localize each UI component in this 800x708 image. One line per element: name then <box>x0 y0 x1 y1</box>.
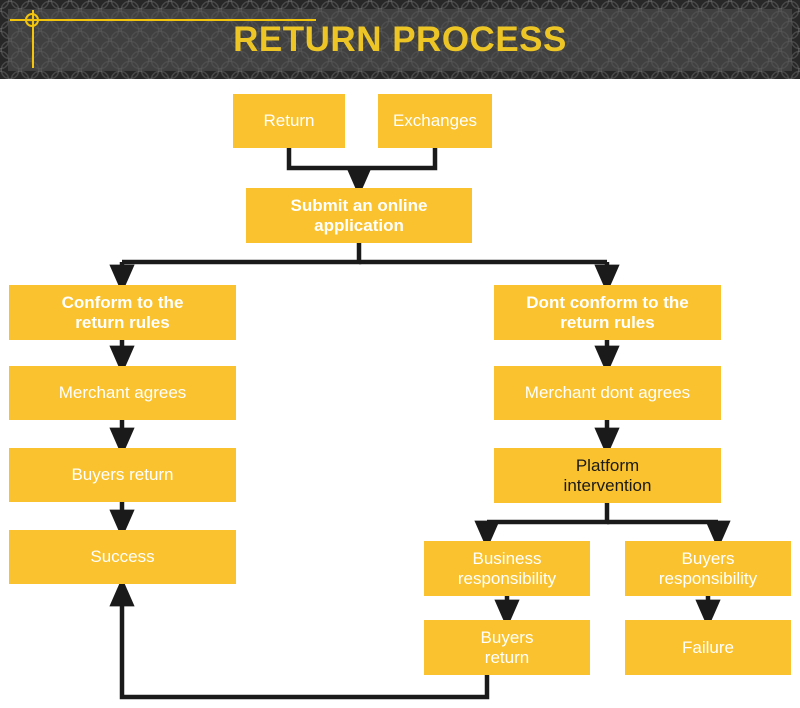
node-conform-to-return-rules[interactable]: Conform to the return rules <box>9 285 236 340</box>
node-buyers-responsibility[interactable]: Buyers responsibility <box>625 541 791 596</box>
crosshair-icon-horizontal-line <box>10 19 316 21</box>
node-buyers-return-bottom[interactable]: Buyers return <box>424 620 590 675</box>
edge-return-to-submit <box>286 148 359 171</box>
node-business-responsibility[interactable]: Business responsibility <box>424 541 590 596</box>
edge-platform-split-left <box>487 503 610 525</box>
header-banner: RETURN PROCESS <box>0 0 800 79</box>
edge-submit-split-left <box>122 243 362 265</box>
node-failure[interactable]: Failure <box>625 620 791 675</box>
edge-exchanges-to-submit <box>359 148 438 171</box>
node-success[interactable]: Success <box>9 530 236 584</box>
node-dont-conform-to-return-rules[interactable]: Dont conform to the return rules <box>494 285 721 340</box>
node-submit-online-application[interactable]: Submit an online application <box>246 188 472 243</box>
node-platform-intervention[interactable]: Platform intervention <box>494 448 721 503</box>
page-title: RETURN PROCESS <box>233 20 567 59</box>
crosshair-icon-vertical-line <box>32 10 34 68</box>
node-return[interactable]: Return <box>233 94 345 148</box>
node-buyers-return-left[interactable]: Buyers return <box>9 448 236 502</box>
node-exchanges[interactable]: Exchanges <box>378 94 492 148</box>
node-merchant-agrees[interactable]: Merchant agrees <box>9 366 236 420</box>
crosshair-icon-ring <box>25 13 39 27</box>
node-merchant-dont-agrees[interactable]: Merchant dont agrees <box>494 366 721 420</box>
